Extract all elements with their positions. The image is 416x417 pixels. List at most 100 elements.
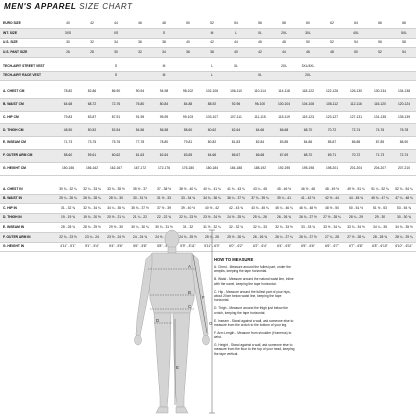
marker-f: F bbox=[202, 295, 205, 300]
table-cell: 48-50 bbox=[56, 123, 80, 138]
table-cell: 41 ¾ - 43 ¼ bbox=[224, 185, 248, 195]
table-cell bbox=[368, 28, 392, 39]
table-cell: XL bbox=[248, 28, 272, 39]
table-cell: 84-88 bbox=[176, 98, 200, 112]
table-cell: 27 ½ - 28 ¼ bbox=[344, 232, 368, 243]
table-cell: 27 ¼ - 28 bbox=[320, 232, 344, 243]
table-cell bbox=[392, 71, 416, 81]
table-cell: 43 ¾ - 45 ¼ bbox=[248, 203, 272, 214]
table-cell: 25 ¼ - 26 ¾ bbox=[56, 194, 80, 205]
table-cell: 64-66 bbox=[200, 149, 224, 163]
table-cell: 3XS bbox=[56, 28, 80, 39]
measure-instruction: B. Waist - Measure around the natural wa… bbox=[214, 277, 294, 286]
table-cell: 172-176 bbox=[152, 162, 176, 176]
table-cell bbox=[176, 63, 200, 72]
table-cell: 28 ¼ - 29 ¼ bbox=[392, 232, 416, 243]
table-cell: 135-139 bbox=[392, 111, 416, 125]
table-cell: 134-138 bbox=[392, 86, 416, 99]
table-cell: 42 bbox=[200, 38, 224, 49]
table-cell: 5'6" - 5'8" bbox=[128, 242, 152, 253]
table-cell: 80-84 bbox=[152, 98, 176, 112]
table-cell: 91-95 bbox=[128, 111, 152, 125]
table-cell: 28 - 28 ¾ bbox=[56, 222, 80, 233]
table-cell: 62 bbox=[320, 19, 344, 29]
table-cell: 37 - 38 ½ bbox=[152, 185, 176, 195]
table-cell: 82-86 bbox=[80, 86, 104, 99]
table-cell: 2XL bbox=[272, 63, 296, 72]
table-cell: 39 ¼ - 41 bbox=[272, 194, 296, 205]
table-cell: 36 ¼ - 37 ¾ bbox=[224, 194, 248, 205]
table-cell: 52 bbox=[320, 38, 344, 49]
table-cell: XL bbox=[224, 63, 248, 72]
table-cell: 38 bbox=[152, 38, 176, 49]
measure-instruction: E. Inseam - Stand against a wall, ask so… bbox=[214, 318, 294, 327]
table-cell: 6'7" - 6'8" bbox=[344, 242, 368, 253]
body-shape bbox=[134, 229, 210, 414]
measure-lines bbox=[148, 229, 215, 414]
title-sub: SIZE CHART bbox=[79, 2, 133, 11]
table-cell: 118-122 bbox=[296, 86, 320, 99]
table-cell: 32 bbox=[80, 38, 104, 49]
table-cell: 28 ¾ - 29 ½ bbox=[80, 222, 104, 233]
table-cell: M bbox=[152, 71, 176, 81]
table-cell: 81-83 bbox=[224, 136, 248, 150]
table-cell: 40 bbox=[56, 19, 80, 29]
table-cell: 19 - 19 ¾ bbox=[56, 213, 80, 224]
table-cell: 111-115 bbox=[248, 111, 272, 125]
table-cell: 22 ¾ - 23 ½ bbox=[176, 213, 200, 224]
table-cell: 54 bbox=[344, 38, 368, 49]
table-cell: 34 ¼ - 35 ¾ bbox=[104, 203, 128, 214]
row-label: G. HEIGHT CM bbox=[0, 162, 56, 176]
table-cell: 34 ¾ - 36 ¼ bbox=[200, 194, 224, 205]
table-cell: 74-76 bbox=[368, 123, 392, 138]
table-cell: 86-88 bbox=[344, 136, 368, 150]
table-cell: 25 ½ - 26 ¼ bbox=[224, 232, 248, 243]
row-label: G. HEIGHT IN bbox=[0, 242, 56, 253]
table-cell bbox=[248, 63, 272, 72]
table-cell: 34 bbox=[152, 47, 176, 59]
table-cell: 37 ½ - 39 bbox=[152, 203, 176, 214]
table-cell: 60-62 bbox=[200, 123, 224, 138]
table-cell: 20 ½ - 21 ¼ bbox=[104, 213, 128, 224]
table-cell: 46 ½ - 48 bbox=[296, 185, 320, 195]
table-cell bbox=[368, 63, 392, 72]
table-cell: 32 ¾ - 34 ¼ bbox=[80, 203, 104, 214]
table-cell bbox=[80, 28, 104, 39]
table-cell: 56 bbox=[368, 38, 392, 49]
table-cell: 83-87 bbox=[80, 111, 104, 125]
table-cell: 176-180 bbox=[176, 162, 200, 176]
table-cell: 68-70 bbox=[296, 123, 320, 138]
table-cell bbox=[80, 71, 104, 81]
table-cell bbox=[368, 71, 392, 81]
table-cell: 28 ¼ - 29 bbox=[344, 213, 368, 224]
marker-a: A bbox=[188, 264, 191, 269]
table-cell: 83-85 bbox=[272, 136, 296, 150]
table-cell: 201-204 bbox=[344, 162, 368, 176]
table-cell: 34 ¼ - 35 bbox=[368, 222, 392, 233]
table-cell: 45 ¾ - 47 ¼ bbox=[368, 194, 392, 205]
table-cell: 110-114 bbox=[248, 86, 272, 99]
row-label: A. CHEST CM bbox=[0, 86, 56, 99]
table-cell: 72-74 bbox=[392, 149, 416, 163]
table-cell: 112-116 bbox=[344, 98, 368, 112]
table-cell: 46 bbox=[128, 19, 152, 29]
table-cell: 27 ½ - 28 ¼ bbox=[320, 213, 344, 224]
table-cell: 42 ½ - 44 bbox=[320, 194, 344, 205]
table-cell: 94-98 bbox=[152, 86, 176, 99]
table-cell: 24 ½ - 25 ¼ bbox=[152, 232, 176, 243]
table-cell: 60 bbox=[296, 19, 320, 29]
table-cell: 41 - 42 ½ bbox=[296, 194, 320, 205]
table-cell: 44 bbox=[104, 19, 128, 29]
table-cell: 59-61 bbox=[80, 149, 104, 163]
table-cell: 54-56 bbox=[128, 123, 152, 138]
row-label: F. OUTER ARM IN bbox=[0, 232, 56, 243]
row-label: B. WAIST CM bbox=[0, 98, 56, 112]
table-cell bbox=[56, 71, 80, 81]
table-cell: 52 ¾ - 54 ¼ bbox=[392, 185, 416, 195]
table-cell: 32 bbox=[128, 47, 152, 59]
table-cell: 6'0" - 6'2" bbox=[224, 242, 248, 253]
table-cell: 30 ¾ - 31 ½ bbox=[152, 222, 176, 233]
